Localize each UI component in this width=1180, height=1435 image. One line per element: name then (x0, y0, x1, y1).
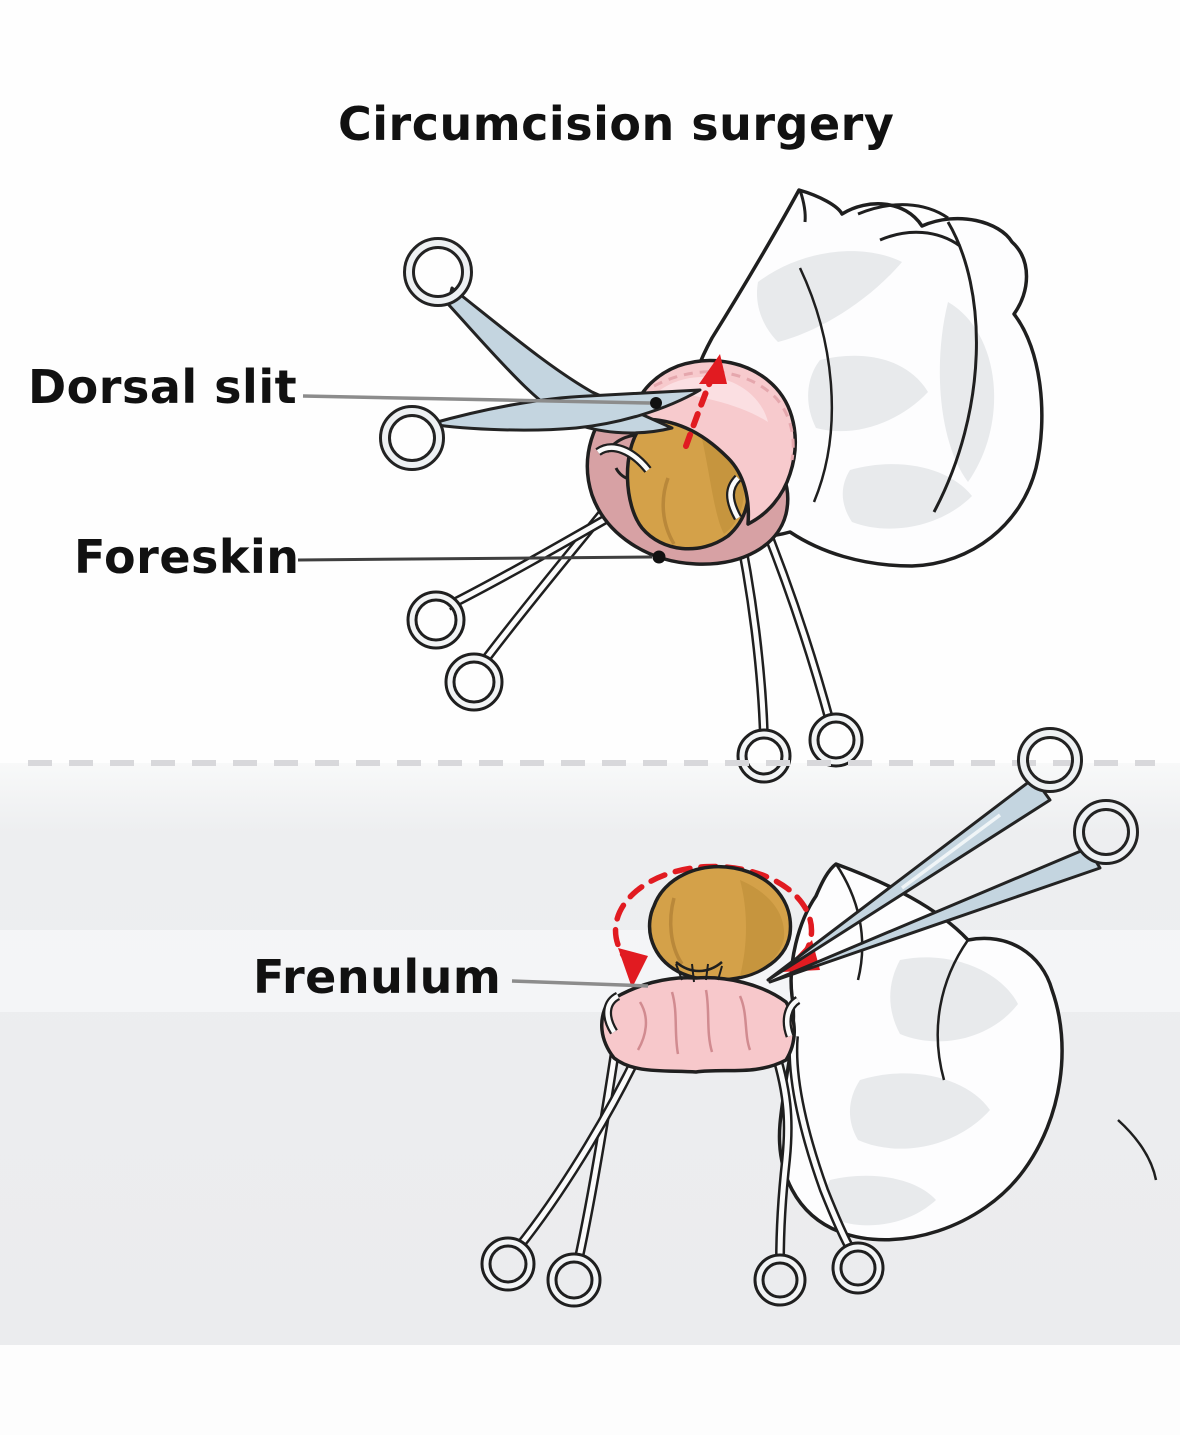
shaft-crease (798, 267, 833, 503)
label-foreskin: Foreskin (74, 530, 300, 584)
surgical-scissors-top (379, 237, 702, 471)
foreskin-crease (636, 1001, 648, 1051)
foreskin-dome-highlight (660, 376, 768, 422)
hemostat-ring (739, 731, 789, 781)
dorsal-slit-leader-dot (650, 397, 662, 409)
hemostat-ring (756, 1256, 804, 1304)
body-shading (939, 302, 995, 482)
scissors-ring (1020, 730, 1080, 790)
hemostat-shaft (790, 1035, 855, 1254)
body-fold-line (857, 203, 949, 220)
stretched-foreskin-outline (600, 975, 796, 1074)
scissors-ring (1076, 802, 1136, 862)
body-fold-line (1117, 1119, 1158, 1181)
glans-lower (647, 865, 793, 982)
foreskin-crease (670, 991, 680, 1055)
hemostat-ring (483, 1239, 533, 1289)
hemostat-ring (549, 1255, 599, 1305)
hemostat-shaft (516, 1044, 645, 1250)
glans-cleft (661, 477, 676, 545)
label-dorsal-slit: Dorsal slit (28, 360, 298, 414)
hemostat-shaft (575, 1031, 621, 1263)
scissors-ring (382, 408, 442, 468)
scissors-ring (406, 240, 470, 304)
frenulum-gather-line (675, 963, 723, 983)
dorsal-slit-leader-line (302, 394, 651, 405)
dorsal-slit-arrow (683, 354, 727, 449)
label-frenulum: Frenulum (253, 950, 502, 1004)
hemostat-jaws-lower (603, 991, 801, 1038)
incision-arrowhead (699, 354, 727, 384)
hemostat-ring (834, 1244, 882, 1292)
hemostat-jaw (605, 993, 620, 1034)
bottom-white-band (0, 1345, 1180, 1435)
body-shading (890, 957, 1018, 1042)
hemostat-ring (811, 715, 861, 765)
foreskin-leader-line (297, 555, 653, 562)
body-shading (808, 355, 928, 432)
scrotum-crease (932, 221, 978, 513)
stretched-foreskin (600, 961, 796, 1074)
hemostat-shaft (769, 1041, 791, 1263)
hemostat-shaft (514, 1043, 647, 1252)
hemostat-clamps-lower (480, 1031, 885, 1308)
hemostat-jaw (596, 445, 650, 472)
notch-line (798, 189, 807, 223)
top-illustration-dorsal-slit-step (297, 188, 1044, 784)
excision-arrowhead-left (618, 948, 648, 988)
foreskin-crease (704, 989, 714, 1053)
body-fold-line (936, 939, 970, 1081)
penis-body-lower (777, 862, 1158, 1242)
hemostat-jaw (785, 998, 800, 1037)
scissors-blade (428, 388, 702, 432)
incision-arrow-dashes (683, 379, 713, 449)
frenulum-leader-line (511, 979, 649, 988)
body-shading (849, 1073, 990, 1149)
glans-shade (740, 880, 785, 976)
leader-lines-top (297, 394, 666, 564)
hemostat-ring (409, 593, 463, 647)
glans-cleft (668, 897, 684, 965)
lower-illustration-frenulum-step (480, 727, 1158, 1308)
diagram-title: Circumcision surgery (338, 97, 895, 151)
body-shading (756, 251, 902, 342)
foreskin-leader-dot (652, 550, 666, 564)
hemostat-ring (447, 655, 501, 709)
surgical-scissors-lower (766, 727, 1139, 984)
body-fold-line (879, 230, 961, 248)
cut-guide-dashed-pink (653, 370, 795, 461)
scissors-blade-highlight (900, 813, 1002, 890)
foreskin-crease (738, 995, 752, 1051)
body-shading (842, 464, 972, 529)
hemostat-jaws-top (595, 443, 742, 521)
frenulum-wrinkles (675, 961, 723, 973)
body-shading (825, 1175, 936, 1226)
hemostat-jaw (728, 476, 740, 520)
